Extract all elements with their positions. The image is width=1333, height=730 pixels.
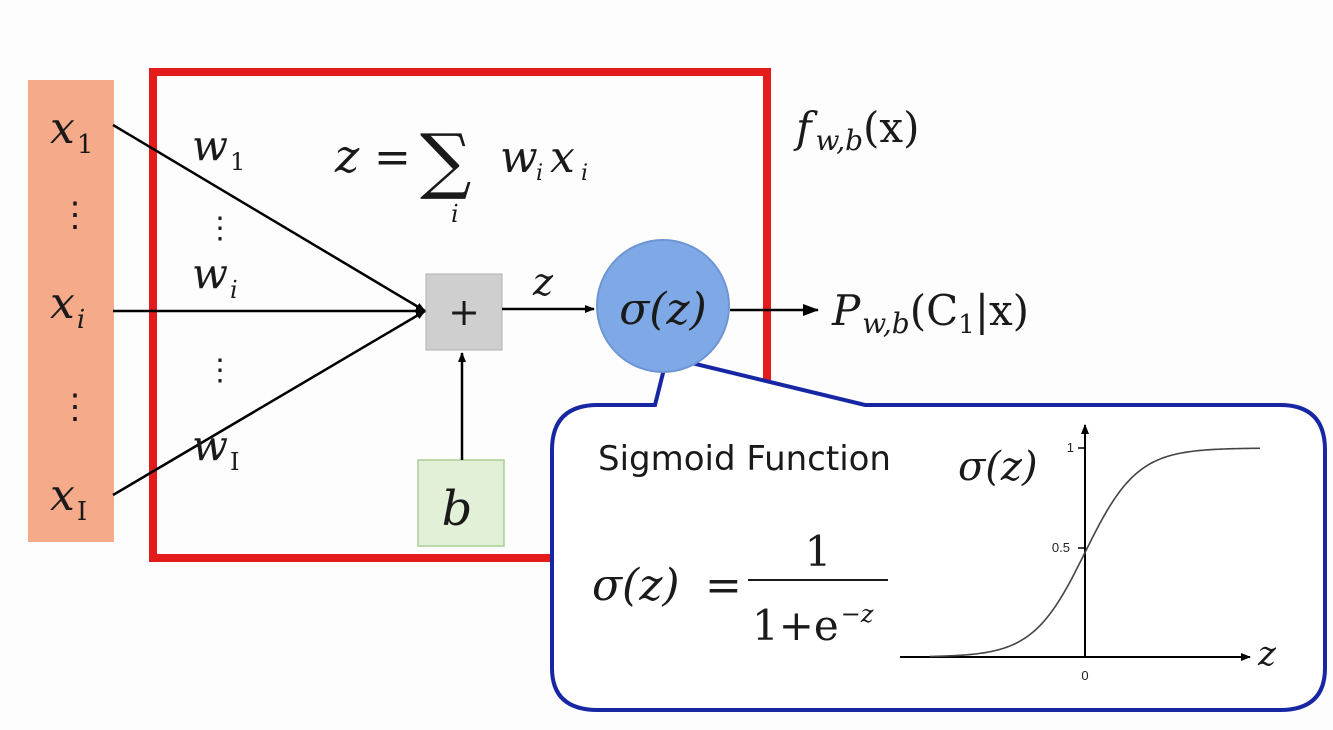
sigmoid-formula: σ(z) = 1 1+e−z (592, 527, 888, 650)
x-tick-0: 0 (1081, 668, 1088, 683)
svg-text:i: i (536, 161, 543, 186)
graph-y-label: σ(z) (958, 444, 1038, 490)
graph-x-label: z (1257, 634, 1277, 674)
sigma-node (596, 239, 730, 373)
input-x-last: xI (50, 470, 87, 527)
svg-text:w: w (500, 132, 538, 183)
y-tick-1: 1 (1067, 440, 1074, 455)
weight-w-i: wi (192, 249, 238, 304)
input-x-first: x1 (50, 103, 93, 160)
sum-node-symbol: + (448, 290, 480, 334)
svg-text:i: i (581, 161, 588, 186)
svg-text:1+e−z: 1+e−z (752, 600, 874, 650)
output-label: Pw,b(C1|x) (831, 286, 1029, 340)
input-dots-a: ⋮ (58, 195, 92, 235)
input-dots-b: ⋮ (58, 387, 92, 427)
sigma-node-label: σ(z) (619, 284, 707, 335)
weight-w-first: w1 (192, 121, 245, 176)
input-x-i: xi (50, 278, 85, 335)
input-column (28, 80, 114, 542)
z-arrow-label: z (532, 260, 554, 304)
weight-w-last: wI (192, 421, 239, 476)
sum-formula: z = ∑ i w i x i (334, 118, 588, 228)
callout-title: Sigmoid Function (598, 439, 891, 479)
y-tick-0-5: 0.5 (1052, 540, 1070, 555)
bias-box (417, 459, 505, 547)
weight-dots-a: ⋮ (205, 211, 235, 246)
svg-text:1: 1 (805, 527, 832, 576)
edge-xI-to-sum (112, 309, 426, 497)
sum-symbol: ∑ (420, 118, 471, 202)
svg-text:=: = (374, 132, 411, 183)
sum-node (425, 273, 503, 351)
svg-text:i: i (451, 200, 459, 228)
sigmoid-curve (929, 447, 1261, 658)
edge-x1-to-sum (112, 123, 426, 313)
svg-text:x: x (550, 132, 575, 183)
svg-text:σ(z): σ(z) (592, 560, 680, 611)
bias-label: b (442, 481, 473, 537)
sigmoid-graph: σ(z) z 1 0.5 0 (900, 424, 1277, 683)
svg-text:=: = (705, 560, 742, 611)
sigmoid-callout (550, 354, 1327, 712)
weight-dots-b: ⋮ (205, 353, 235, 388)
svg-text:z: z (334, 129, 360, 183)
neuron-box (149, 68, 771, 562)
